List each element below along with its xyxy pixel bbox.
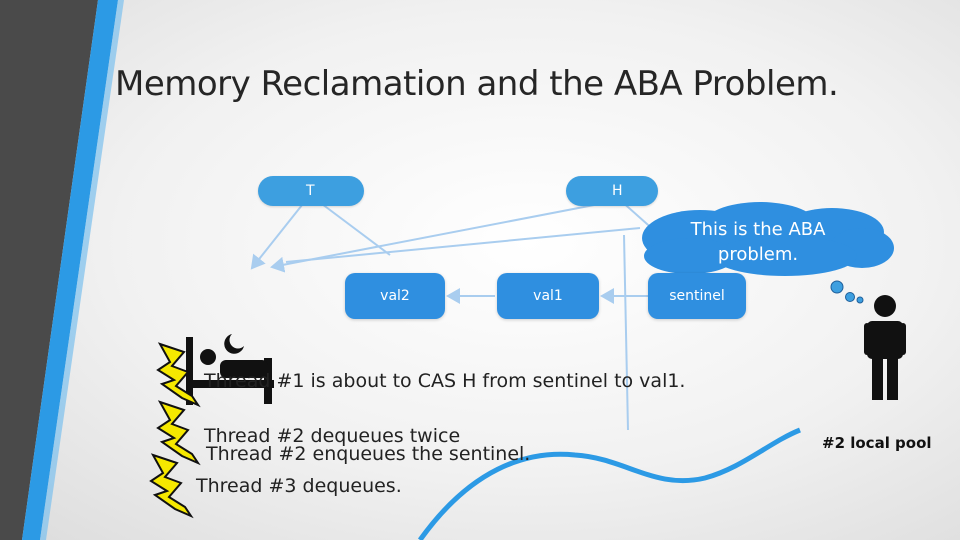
step-thread1-cas: Thread #1 is about to CAS H from sentine… — [204, 370, 686, 392]
lightning-bolt-icon — [149, 342, 201, 519]
moon-icon — [224, 334, 244, 354]
step-thread3-dequeues: Thread #3 dequeues. — [196, 475, 402, 497]
node-sentinel[interactable]: sentinel — [648, 273, 746, 319]
head-pointer-label: H — [612, 183, 623, 199]
arrow-h-left — [270, 199, 621, 273]
head-pointer[interactable]: H — [566, 176, 658, 206]
arrow-t-left — [250, 194, 311, 270]
thought-bubble-dots — [830, 280, 864, 304]
node-val2[interactable]: val2 — [345, 273, 445, 319]
arrow-cloud-a — [285, 227, 641, 263]
slide-title: Memory Reclamation and the ABA Problem. — [115, 64, 839, 104]
tail-pointer-label: T — [306, 183, 315, 199]
arrow-cloud-down — [623, 234, 629, 431]
swoosh-decoration — [417, 427, 801, 540]
node-sentinel-label: sentinel — [669, 288, 725, 304]
node-val2-label: val2 — [380, 288, 410, 304]
sleeping-thread-icon — [186, 337, 274, 405]
tail-pointer[interactable]: T — [258, 176, 364, 206]
local-pool-label: #2 local pool — [822, 434, 932, 452]
thought-bubble-line1: This is the ABA — [690, 219, 826, 240]
node-val1[interactable]: val1 — [497, 273, 599, 319]
left-dark-stripe — [0, 0, 98, 540]
node-val1-label: val1 — [533, 288, 563, 304]
step-thread2-enqueues: Thread #2 enqueues the sentinel. — [206, 443, 531, 465]
left-blue-stripe — [22, 0, 118, 540]
person-icon — [864, 295, 906, 400]
thought-bubble-line2: problem. — [717, 244, 799, 265]
step-thread2-dequeues: Thread #2 dequeues twice — [204, 425, 461, 447]
thought-bubble-text: This is the ABA problem. — [660, 217, 856, 267]
thought-cloud-icon — [642, 202, 894, 276]
left-light-stripe — [40, 0, 124, 540]
